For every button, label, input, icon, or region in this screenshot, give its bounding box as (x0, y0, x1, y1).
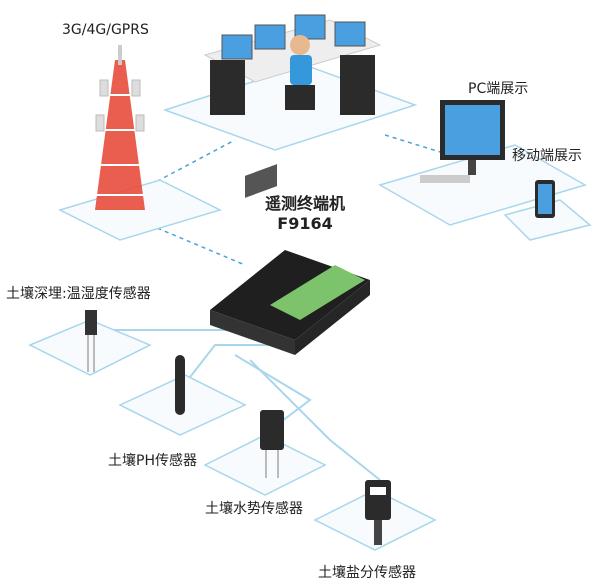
sensor-bus (95, 329, 381, 481)
device-name-label: 遥测终端机 (264, 194, 345, 213)
pc-display-label: PC端展示 (468, 81, 529, 97)
sensor-water-potential-label: 土壤水势传感器 (205, 501, 303, 517)
pc-monitor-icon (420, 100, 505, 183)
network-label: 3G/4G/GPRS (62, 22, 149, 38)
sensor-temp-humidity-label: 土壤深埋:温湿度传感器 (6, 286, 151, 302)
workstation-to-pc-link (384, 134, 451, 156)
sensor-ph-label: 土壤PH传感器 (108, 453, 197, 469)
water-potential-sensor-icon (260, 410, 284, 478)
mobile-display-label: 移动端展示 (512, 148, 582, 164)
sensor-salinity-label: 土壤盐分传感器 (318, 565, 416, 581)
cell-tower-icon (95, 45, 145, 210)
telemetry-terminal-icon (210, 164, 370, 355)
tower-to-workstation-link (149, 139, 236, 186)
network-links (149, 134, 451, 266)
operator-workstation-icon (203, 14, 382, 115)
tower-to-terminal-link (149, 224, 246, 266)
device-model-label: F9164 (277, 214, 333, 233)
mobile-phone-icon (535, 180, 555, 218)
salinity-sensor-icon (365, 480, 391, 545)
temp-humidity-sensor-icon (85, 310, 97, 372)
sensor1-platform (28, 319, 152, 376)
ph-sensor-icon (175, 355, 185, 415)
